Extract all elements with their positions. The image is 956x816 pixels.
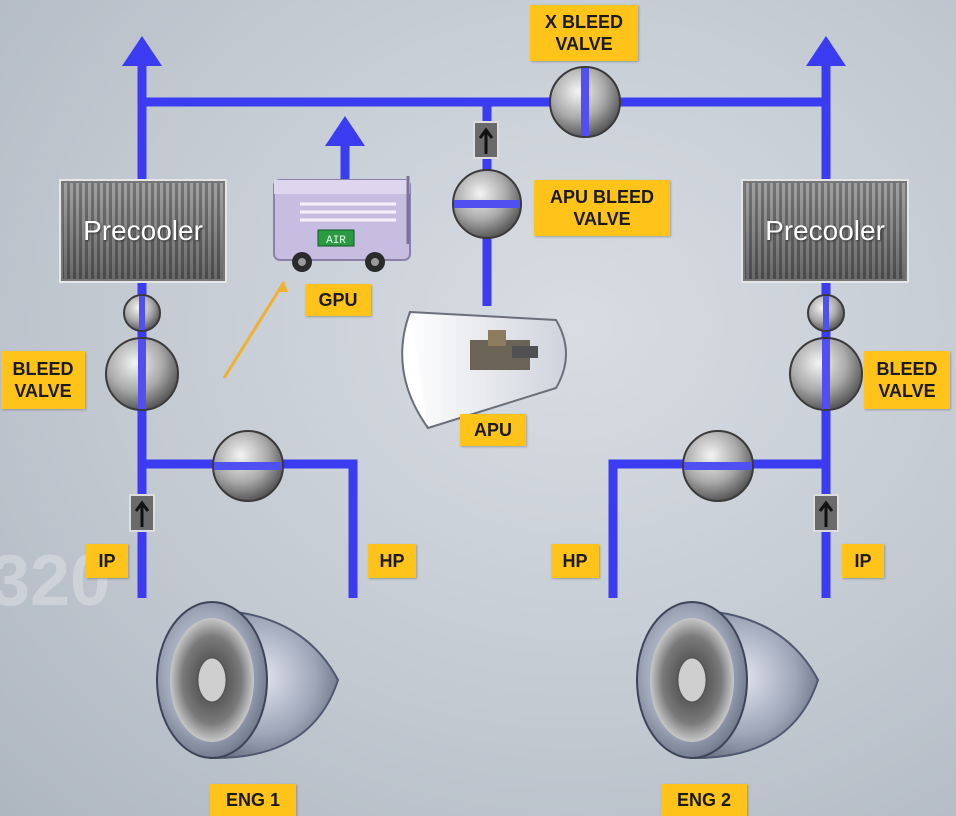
- right-hp-valve-icon: [682, 430, 754, 502]
- left-precooler-label: Precooler: [83, 215, 203, 246]
- apu-bleed-valve-label: APU BLEED VALVE: [534, 180, 670, 236]
- right-bleed-valve-label: BLEED VALVE: [864, 351, 950, 409]
- gpu-panel-text: AIR: [326, 235, 346, 247]
- apu-bleed-valve-icon: [452, 169, 522, 239]
- gpu-outlet-arrow-icon: [325, 116, 365, 146]
- engine-2-icon: [636, 601, 820, 760]
- left-ip-check-valve-icon: [129, 494, 155, 532]
- left-pressure-regulating-valve-icon: [123, 294, 161, 332]
- x-bleed-valve-label: X BLEED VALVE: [530, 5, 638, 61]
- gpu-connection-arrow: [222, 281, 286, 379]
- apu-check-valve-icon: [473, 121, 499, 159]
- gpu-label: GPU: [305, 284, 371, 316]
- right-hp-label: HP: [551, 544, 599, 578]
- left-precooler: Precooler: [59, 179, 227, 283]
- right-hp-duct: [608, 459, 826, 598]
- right-outlet-arrow-icon: [806, 36, 846, 66]
- left-outlet-arrow-icon: [122, 36, 162, 66]
- right-ip-label: IP: [842, 544, 884, 578]
- apu-unit-icon: [401, 310, 567, 430]
- left-hp-label: HP: [368, 544, 416, 578]
- right-ip-check-valve-icon: [813, 494, 839, 532]
- engine-1-icon: [156, 601, 340, 760]
- right-pressure-regulating-valve-icon: [807, 294, 845, 332]
- eng-2-label: ENG 2: [661, 784, 747, 816]
- left-bleed-valve-label: BLEED VALVE: [1, 351, 85, 409]
- left-hp-valve-icon: [212, 430, 284, 502]
- right-bleed-valve-icon: [789, 337, 863, 411]
- left-bleed-valve-icon: [105, 337, 179, 411]
- eng-1-label: ENG 1: [210, 784, 296, 816]
- right-precooler-label: Precooler: [765, 215, 885, 246]
- right-precooler: Precooler: [741, 179, 909, 283]
- gpu-cart-icon: AIR: [273, 176, 411, 272]
- x-bleed-valve-icon: [549, 66, 621, 138]
- apu-label: APU: [460, 414, 526, 446]
- left-ip-label: IP: [86, 544, 128, 578]
